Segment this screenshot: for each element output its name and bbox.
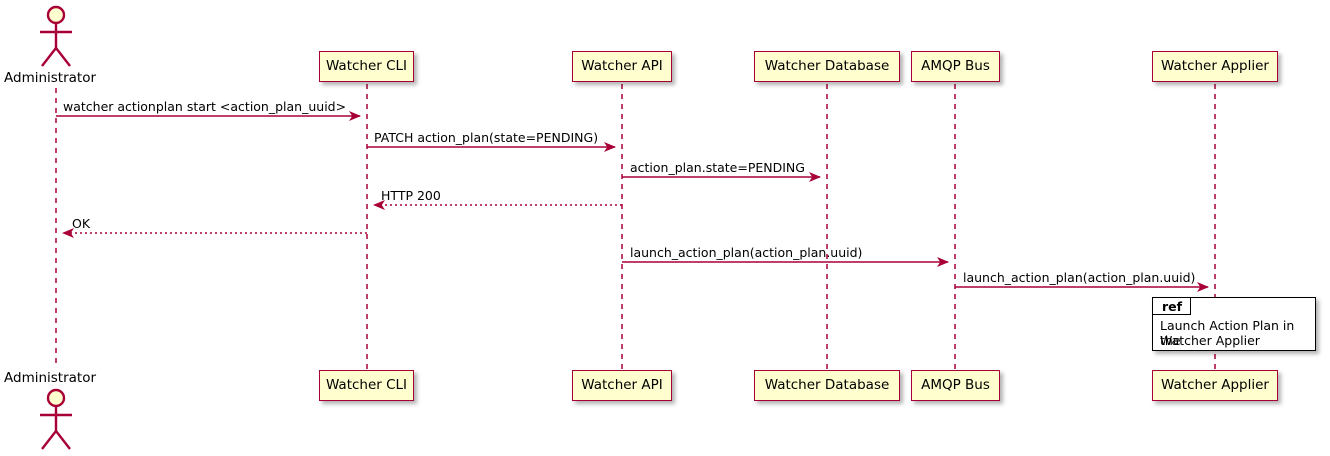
actor-label-administrator-top: Administrator bbox=[4, 70, 97, 86]
ref-fragment-text-line2: Watcher Applier bbox=[1160, 333, 1260, 348]
participant-box-watcher-api-bottom[interactable]: Watcher API bbox=[572, 370, 672, 401]
ref-fragment-box[interactable]: ref Launch Action Plan in the Watcher Ap… bbox=[1152, 297, 1316, 351]
message-label-4: HTTP 200 bbox=[381, 188, 441, 203]
ref-fragment-tag-label: ref bbox=[1153, 298, 1192, 315]
participant-box-watcher-database-bottom[interactable]: Watcher Database bbox=[754, 370, 900, 401]
participant-box-amqp-bus-top[interactable]: AMQP Bus bbox=[911, 51, 1000, 82]
participant-box-amqp-bus-bottom[interactable]: AMQP Bus bbox=[911, 370, 1000, 401]
participant-box-watcher-applier-bottom[interactable]: Watcher Applier bbox=[1152, 370, 1278, 401]
actor-label-administrator-bottom: Administrator bbox=[4, 370, 97, 386]
message-label-2: PATCH action_plan(state=PENDING) bbox=[374, 130, 599, 145]
message-label-5: OK bbox=[72, 216, 91, 231]
participant-box-watcher-cli-top[interactable]: Watcher CLI bbox=[319, 51, 414, 82]
actor-figure-top bbox=[40, 5, 72, 67]
participant-box-watcher-database-top[interactable]: Watcher Database bbox=[754, 51, 900, 82]
message-label-6: launch_action_plan(action_plan.uuid) bbox=[630, 245, 863, 260]
participant-box-watcher-applier-top[interactable]: Watcher Applier bbox=[1152, 51, 1278, 82]
message-label-1: watcher actionplan start <action_plan_uu… bbox=[63, 99, 347, 114]
participant-box-watcher-api-top[interactable]: Watcher API bbox=[572, 51, 672, 82]
message-label-3: action_plan.state=PENDING bbox=[630, 160, 805, 175]
participant-box-watcher-cli-bottom[interactable]: Watcher CLI bbox=[319, 370, 414, 401]
actor-figure-bottom bbox=[40, 388, 72, 450]
message-label-7: launch_action_plan(action_plan.uuid) bbox=[963, 270, 1196, 285]
ref-fragment-text-line1: Launch Action Plan in the bbox=[1160, 318, 1295, 348]
